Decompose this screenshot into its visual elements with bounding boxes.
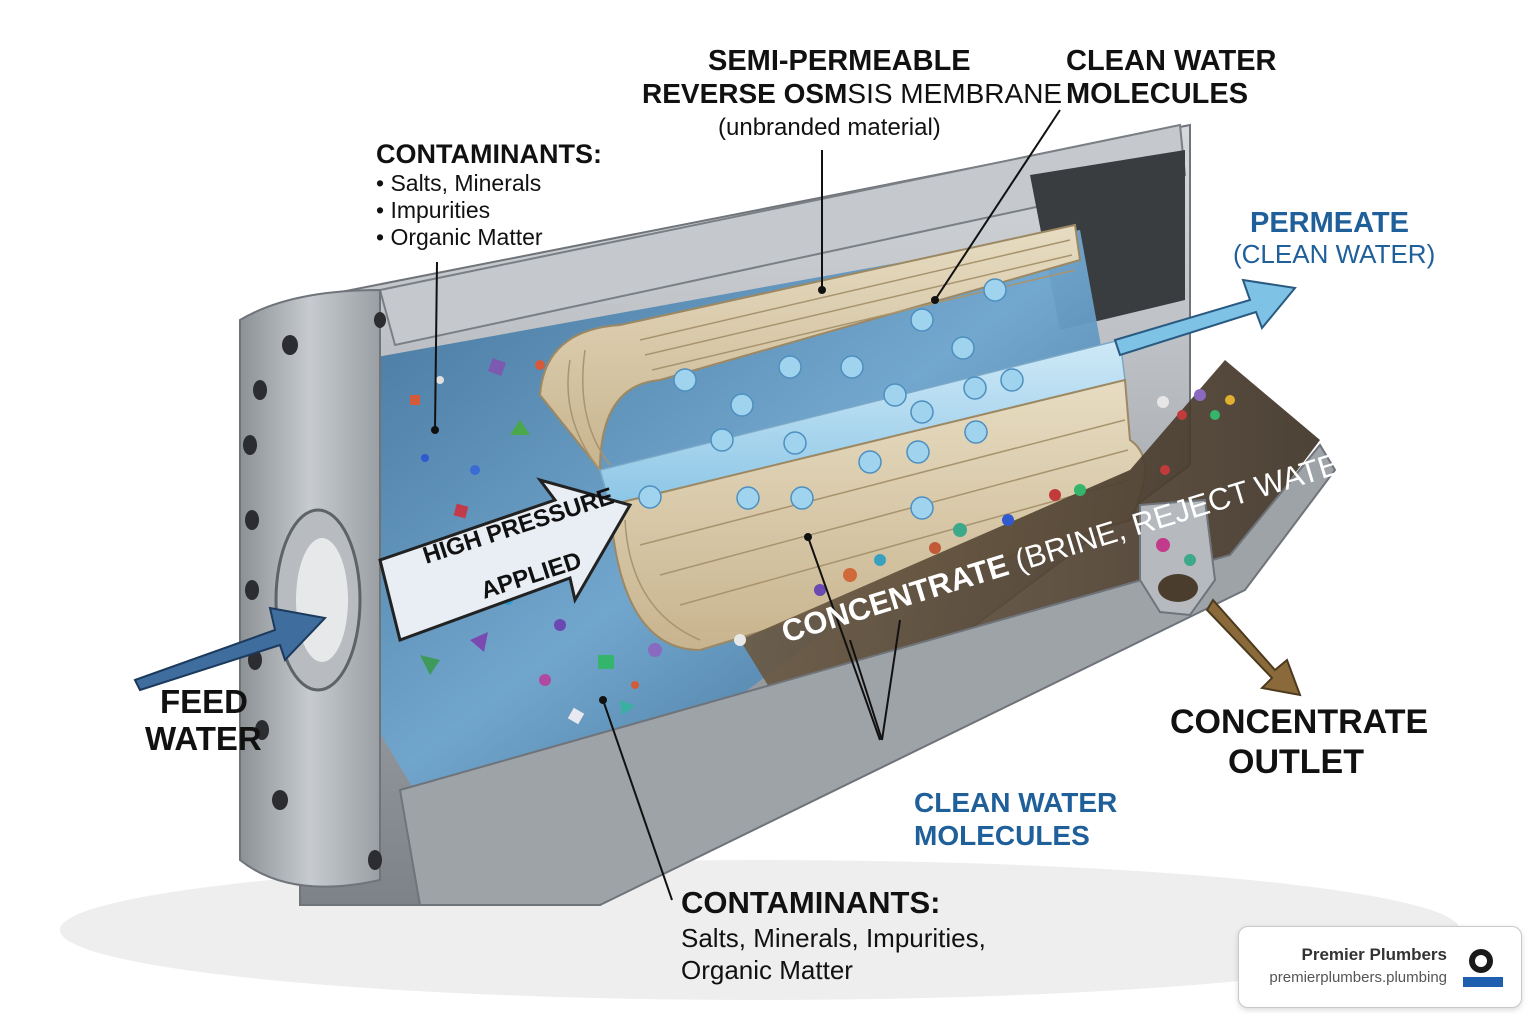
- flange-bolt-holes: [243, 312, 386, 870]
- h2o-molecules: [638, 278, 1024, 520]
- contaminants-top-item: • Impurities: [376, 197, 491, 223]
- membrane-title-bold: REVERSE OSM: [642, 78, 848, 109]
- permeate-sublabel: (CLEAN WATER): [1233, 239, 1436, 269]
- concentrate-outlet-label-line-2: OUTLET: [1228, 743, 1364, 781]
- concentrate-outlet-bore: [1158, 574, 1198, 602]
- contaminants-bottom-line-1: Salts, Minerals, Impurities,: [681, 923, 986, 953]
- leader-lines: [434, 109, 1061, 901]
- membrane-title-line-1: SEMI-PERMEABLE: [708, 45, 971, 77]
- brand-name: Premier Plumbers: [1301, 945, 1447, 964]
- clean-water-top-line-1: CLEAN WATER: [1066, 45, 1277, 77]
- contaminants-top-title: CONTAMINANTS:: [376, 139, 602, 169]
- feed-water-label-line-1: FEED: [160, 683, 249, 720]
- clean-water-top-line-2: MOLECULES: [1066, 78, 1249, 110]
- contaminants-bottom-title: CONTAMINANTS:: [681, 885, 941, 920]
- high-pressure-arrow: [378, 477, 633, 642]
- membrane-lower-stack: [608, 378, 1146, 652]
- feed-water-label-line-2: WATER: [145, 720, 262, 757]
- permeate-arrow: [1113, 278, 1297, 357]
- brand-url[interactable]: premierplumbers.plumbing: [1269, 969, 1447, 986]
- permeate-label: PERMEATE: [1250, 207, 1409, 239]
- brand-logo-icon: [1463, 949, 1503, 987]
- clean-water-bottom-line-2: MOLECULES: [914, 820, 1090, 851]
- membrane-subtitle: (unbranded material): [718, 114, 941, 141]
- brand-card[interactable]: Premier Plumbers premierplumbers.plumbin…: [1238, 926, 1522, 1008]
- clean-water-bottom-line-1: CLEAN WATER: [914, 787, 1118, 818]
- feed-arrow: [133, 606, 328, 692]
- concentrate-outlet-label-line-1: CONCENTRATE: [1170, 703, 1429, 741]
- membrane-title-rest: SIS MEMBRANE: [847, 78, 1063, 109]
- concentrate-outlet-arrow: [1205, 598, 1302, 697]
- contaminants-top-item: • Salts, Minerals: [376, 170, 542, 196]
- feed-inlet-bore: [296, 538, 348, 662]
- membrane-title-line-2: REVERSE OSMSIS MEMBRANE: [642, 79, 1062, 108]
- brine-channel: [740, 360, 1320, 705]
- contaminants-top-item: • Organic Matter: [376, 224, 543, 250]
- brine-particles: [814, 389, 1235, 596]
- leader-dots: [431, 286, 939, 704]
- contaminants-bottom-line-2: Organic Matter: [681, 955, 853, 985]
